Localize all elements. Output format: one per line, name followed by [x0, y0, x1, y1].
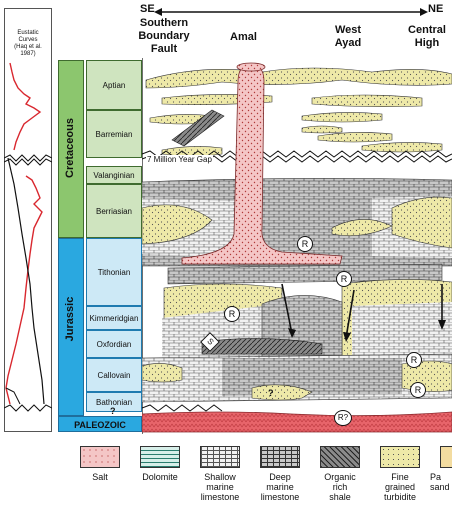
legend-deep-line-3: limestone	[260, 492, 300, 502]
cross-section	[142, 58, 452, 434]
legend-swatch-organic	[320, 446, 360, 468]
arrow-label-se: SE	[140, 3, 155, 15]
paleozoic-bar: PALEOZOIC	[58, 416, 142, 432]
legend-sand-line-2: sand	[430, 482, 450, 492]
cretaceous-label: Cretaceous	[64, 118, 76, 178]
legend-swatch-dolomite	[140, 446, 180, 468]
col-central-high: Central High	[396, 24, 452, 50]
r-question-marker: R?	[334, 410, 352, 426]
r-marker-1: R	[297, 236, 313, 252]
legend-shallow-line-1: Shallow	[204, 472, 236, 482]
col-sbf-line-1: Southern	[139, 17, 189, 29]
stage-tithonian: Tithonian	[86, 238, 142, 306]
r-marker-3: R	[224, 306, 240, 322]
eustatic-label: Eustatic Curves (Haq et al. 1987)	[4, 30, 52, 58]
legend-label-organic: Organic rich shale	[308, 472, 372, 502]
stage-aptian: Aptian	[86, 60, 142, 110]
stage-kimmeridgian: Kimmeridgian	[86, 306, 142, 330]
eustatic-label-line-4: 1987)	[20, 51, 36, 57]
stage-valanginian: Valanginian	[86, 166, 142, 184]
direction-arrow	[154, 8, 428, 16]
legend-deep-line-1: Deep	[269, 472, 291, 482]
stage-barremian: Barremian	[86, 110, 142, 158]
legend-deep-line-2: marine	[266, 482, 294, 492]
legend-turbidite-line-2: grained	[384, 482, 416, 492]
r-marker-5: R	[410, 382, 426, 398]
legend-swatch-shallow	[200, 446, 240, 468]
cretaceous-bar	[58, 60, 84, 238]
legend-dolomite-line-1: Dolomite	[142, 472, 178, 482]
col-amal: Amal	[230, 31, 257, 43]
col-sbf-line-2: Boundary	[138, 30, 190, 42]
col-west-ayad-line-2: Ayad	[334, 37, 362, 49]
stage-callovain: Callovain	[86, 358, 142, 392]
legend-organic-line-2: rich	[332, 482, 348, 492]
eustatic-label-line-2: Curves	[18, 37, 38, 43]
col-sbf-line-3: Fault	[150, 43, 178, 55]
legend-swatch-turbidite	[380, 446, 420, 468]
legend-swatch-salt	[80, 446, 120, 468]
eustatic-label-line-1: Eustatic	[17, 30, 39, 36]
legend-sand-line-1: Pa	[430, 472, 442, 482]
stage-berriasian: Berriasian	[86, 184, 142, 238]
col-southern-boundary-fault: Southern Boundary Fault	[118, 17, 210, 56]
col-central-high-line-2: High	[414, 37, 440, 49]
legend-turbidite-line-1: Fine	[391, 472, 409, 482]
legend-turbidite-line-3: turbidite	[383, 492, 417, 502]
legend-label-salt: Salt	[68, 472, 132, 482]
legend-label-turbidite: Fine grained turbidite	[368, 472, 432, 502]
eustatic-curve	[4, 62, 52, 412]
question-mark-bathonian: ?	[110, 406, 116, 416]
col-central-high-line-1: Central	[408, 24, 446, 36]
eustatic-panel	[4, 8, 52, 432]
million-year-gap-label: 7 Million Year Gap	[146, 155, 213, 164]
stage-oxfordian: Oxfordian	[86, 330, 142, 358]
legend-label-shallow: Shallow marine limestone	[188, 472, 252, 502]
r-marker-4: R	[406, 352, 422, 368]
legend-label-sand: Pa sand	[430, 472, 452, 492]
legend-label-dolomite: Dolomite	[128, 472, 192, 482]
legend-organic-line-1: Organic	[324, 472, 356, 482]
col-west-ayad: West Ayad	[318, 24, 378, 50]
legend-salt-line-1: Salt	[92, 472, 108, 482]
col-west-ayad-line-1: West	[334, 24, 362, 36]
r-marker-2: R	[336, 271, 352, 287]
question-mark-diagram: ?	[268, 388, 274, 398]
eustatic-label-line-3: (Haq et al.	[14, 44, 42, 50]
jurassic-bar	[58, 238, 84, 416]
legend-swatch-sand	[440, 446, 452, 468]
legend-label-deep: Deep marine limestone	[248, 472, 312, 502]
arrow-label-ne: NE	[428, 3, 444, 15]
legend-shallow-line-3: limestone	[200, 492, 240, 502]
legend-swatch-deep	[260, 446, 300, 468]
legend-shallow-line-2: marine	[206, 482, 234, 492]
jurassic-label: Jurassic	[64, 296, 76, 342]
legend-organic-line-3: shale	[329, 492, 351, 502]
